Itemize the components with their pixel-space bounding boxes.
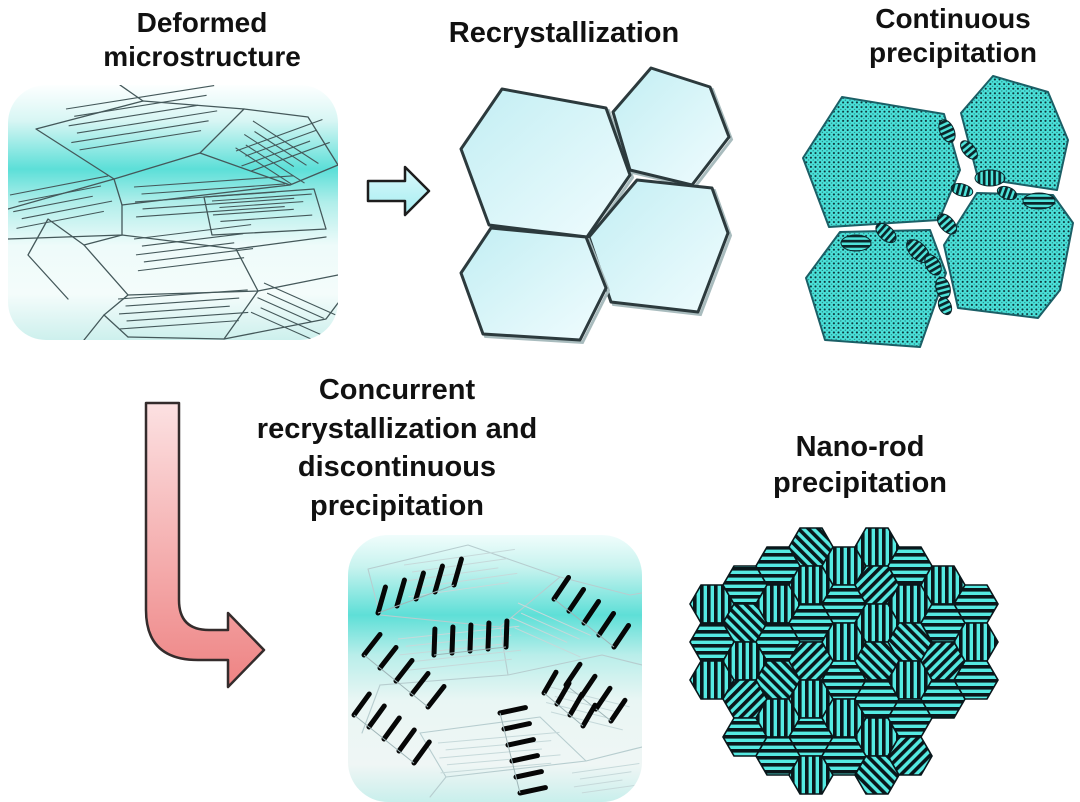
nano-grain-hex bbox=[887, 736, 933, 776]
rod-precipitate-comb bbox=[431, 618, 510, 658]
title-recrystallization: Recrystallization bbox=[414, 16, 714, 51]
title-line: Recrystallization bbox=[448, 17, 680, 49]
title-line: Nano-rod bbox=[795, 431, 925, 463]
boundary-precipitate bbox=[875, 222, 897, 244]
boundary-precipitate bbox=[938, 119, 956, 143]
title-line: microstructure bbox=[103, 41, 301, 73]
deformed-panel bbox=[8, 85, 338, 340]
rod-precipitate-comb bbox=[351, 691, 432, 766]
rod-precipitate-comb bbox=[497, 705, 548, 796]
title-line: recrystallization and bbox=[256, 412, 538, 445]
title-line: Concurrent bbox=[318, 374, 476, 406]
arrow-right-icon bbox=[366, 165, 431, 217]
title-line: precipitation bbox=[868, 36, 1037, 68]
concurrent-grain-lines bbox=[351, 544, 642, 798]
title-line: precipitation bbox=[772, 466, 947, 499]
rod-precipitate-comb bbox=[541, 669, 598, 729]
title-concurrent-recrystallization: Concurrent recrystallization and discont… bbox=[247, 371, 547, 525]
title-line: precipitation bbox=[309, 489, 484, 522]
deformed-grain-lines bbox=[8, 85, 338, 340]
title-deformed-microstructure: Deformed microstructure bbox=[52, 6, 352, 74]
boundary-precipitate bbox=[840, 234, 872, 252]
title-line: discontinuous bbox=[297, 451, 497, 484]
title-line: Continuous bbox=[875, 3, 1031, 34]
nano-grain-hex bbox=[953, 660, 999, 700]
title-nano-rod-precipitation: Nano-rod precipitation bbox=[710, 430, 1010, 502]
boundary-precipitate bbox=[950, 183, 974, 197]
arrow-down-right-icon bbox=[144, 401, 266, 689]
recrystallization-grains bbox=[459, 66, 734, 345]
boundary-precipitate bbox=[974, 169, 1006, 187]
title-line: Deformed bbox=[136, 7, 268, 38]
boundary-precipitate bbox=[996, 185, 1018, 201]
rod-precipitate-comb bbox=[375, 556, 464, 616]
nano-rod-grains bbox=[689, 527, 999, 795]
boundary-precipitate bbox=[937, 296, 953, 316]
title-continuous-precipitation: Continuous precipitation bbox=[803, 2, 1080, 69]
boundary-precipitate bbox=[936, 213, 958, 235]
continuous-precipitation-grains bbox=[802, 75, 1074, 348]
boundary-precipitate bbox=[924, 254, 942, 276]
rod-precipitate-comb bbox=[361, 632, 447, 710]
concurrent-panel bbox=[348, 535, 642, 802]
boundary-precipitate bbox=[1022, 192, 1056, 210]
boundary-precipitate bbox=[960, 140, 978, 160]
rod-precipitate-comb bbox=[551, 574, 632, 650]
